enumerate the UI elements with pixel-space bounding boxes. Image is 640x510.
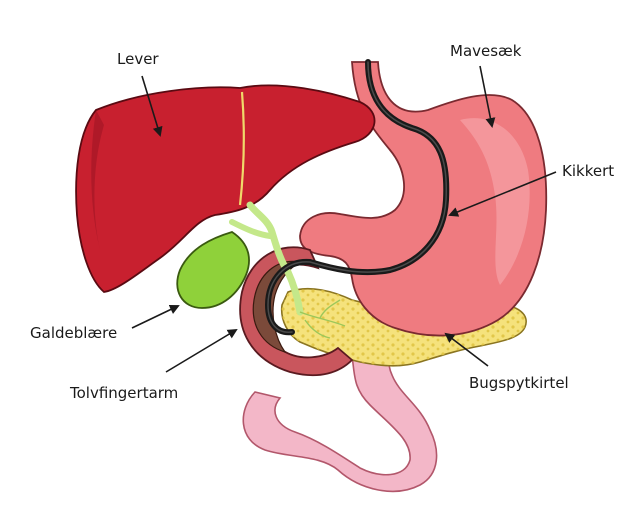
duodenum-label: Tolvfingertarm xyxy=(69,384,178,402)
liver-shading xyxy=(91,110,104,250)
stomach-label: Mavesæk xyxy=(450,42,522,60)
gallbladder xyxy=(176,231,250,309)
pancreatic-duct xyxy=(299,299,346,339)
gallbladder-pointer-arrow xyxy=(131,304,180,329)
liver-pointer-arrow xyxy=(141,75,163,137)
duodenum-interior xyxy=(252,260,302,354)
bile-duct xyxy=(246,201,304,316)
liver-lobe-divider xyxy=(238,91,245,206)
liver-label: Lever xyxy=(117,50,159,68)
endoscope-highlight xyxy=(267,61,448,333)
gallbladder-label: Galdeblære xyxy=(30,324,117,342)
endoscope-pointer-arrow xyxy=(448,171,557,217)
liver xyxy=(75,84,376,293)
stomach-pointer-arrow xyxy=(479,65,496,128)
stomach-highlight xyxy=(460,118,530,286)
pancreas-pointer-arrow xyxy=(444,332,489,367)
pancreas-label: Bugspytkirtel xyxy=(469,374,569,392)
duodenum-pointer-arrow xyxy=(165,328,238,373)
endoscope-label: Kikkert xyxy=(562,162,614,180)
cystic-duct xyxy=(229,219,273,239)
